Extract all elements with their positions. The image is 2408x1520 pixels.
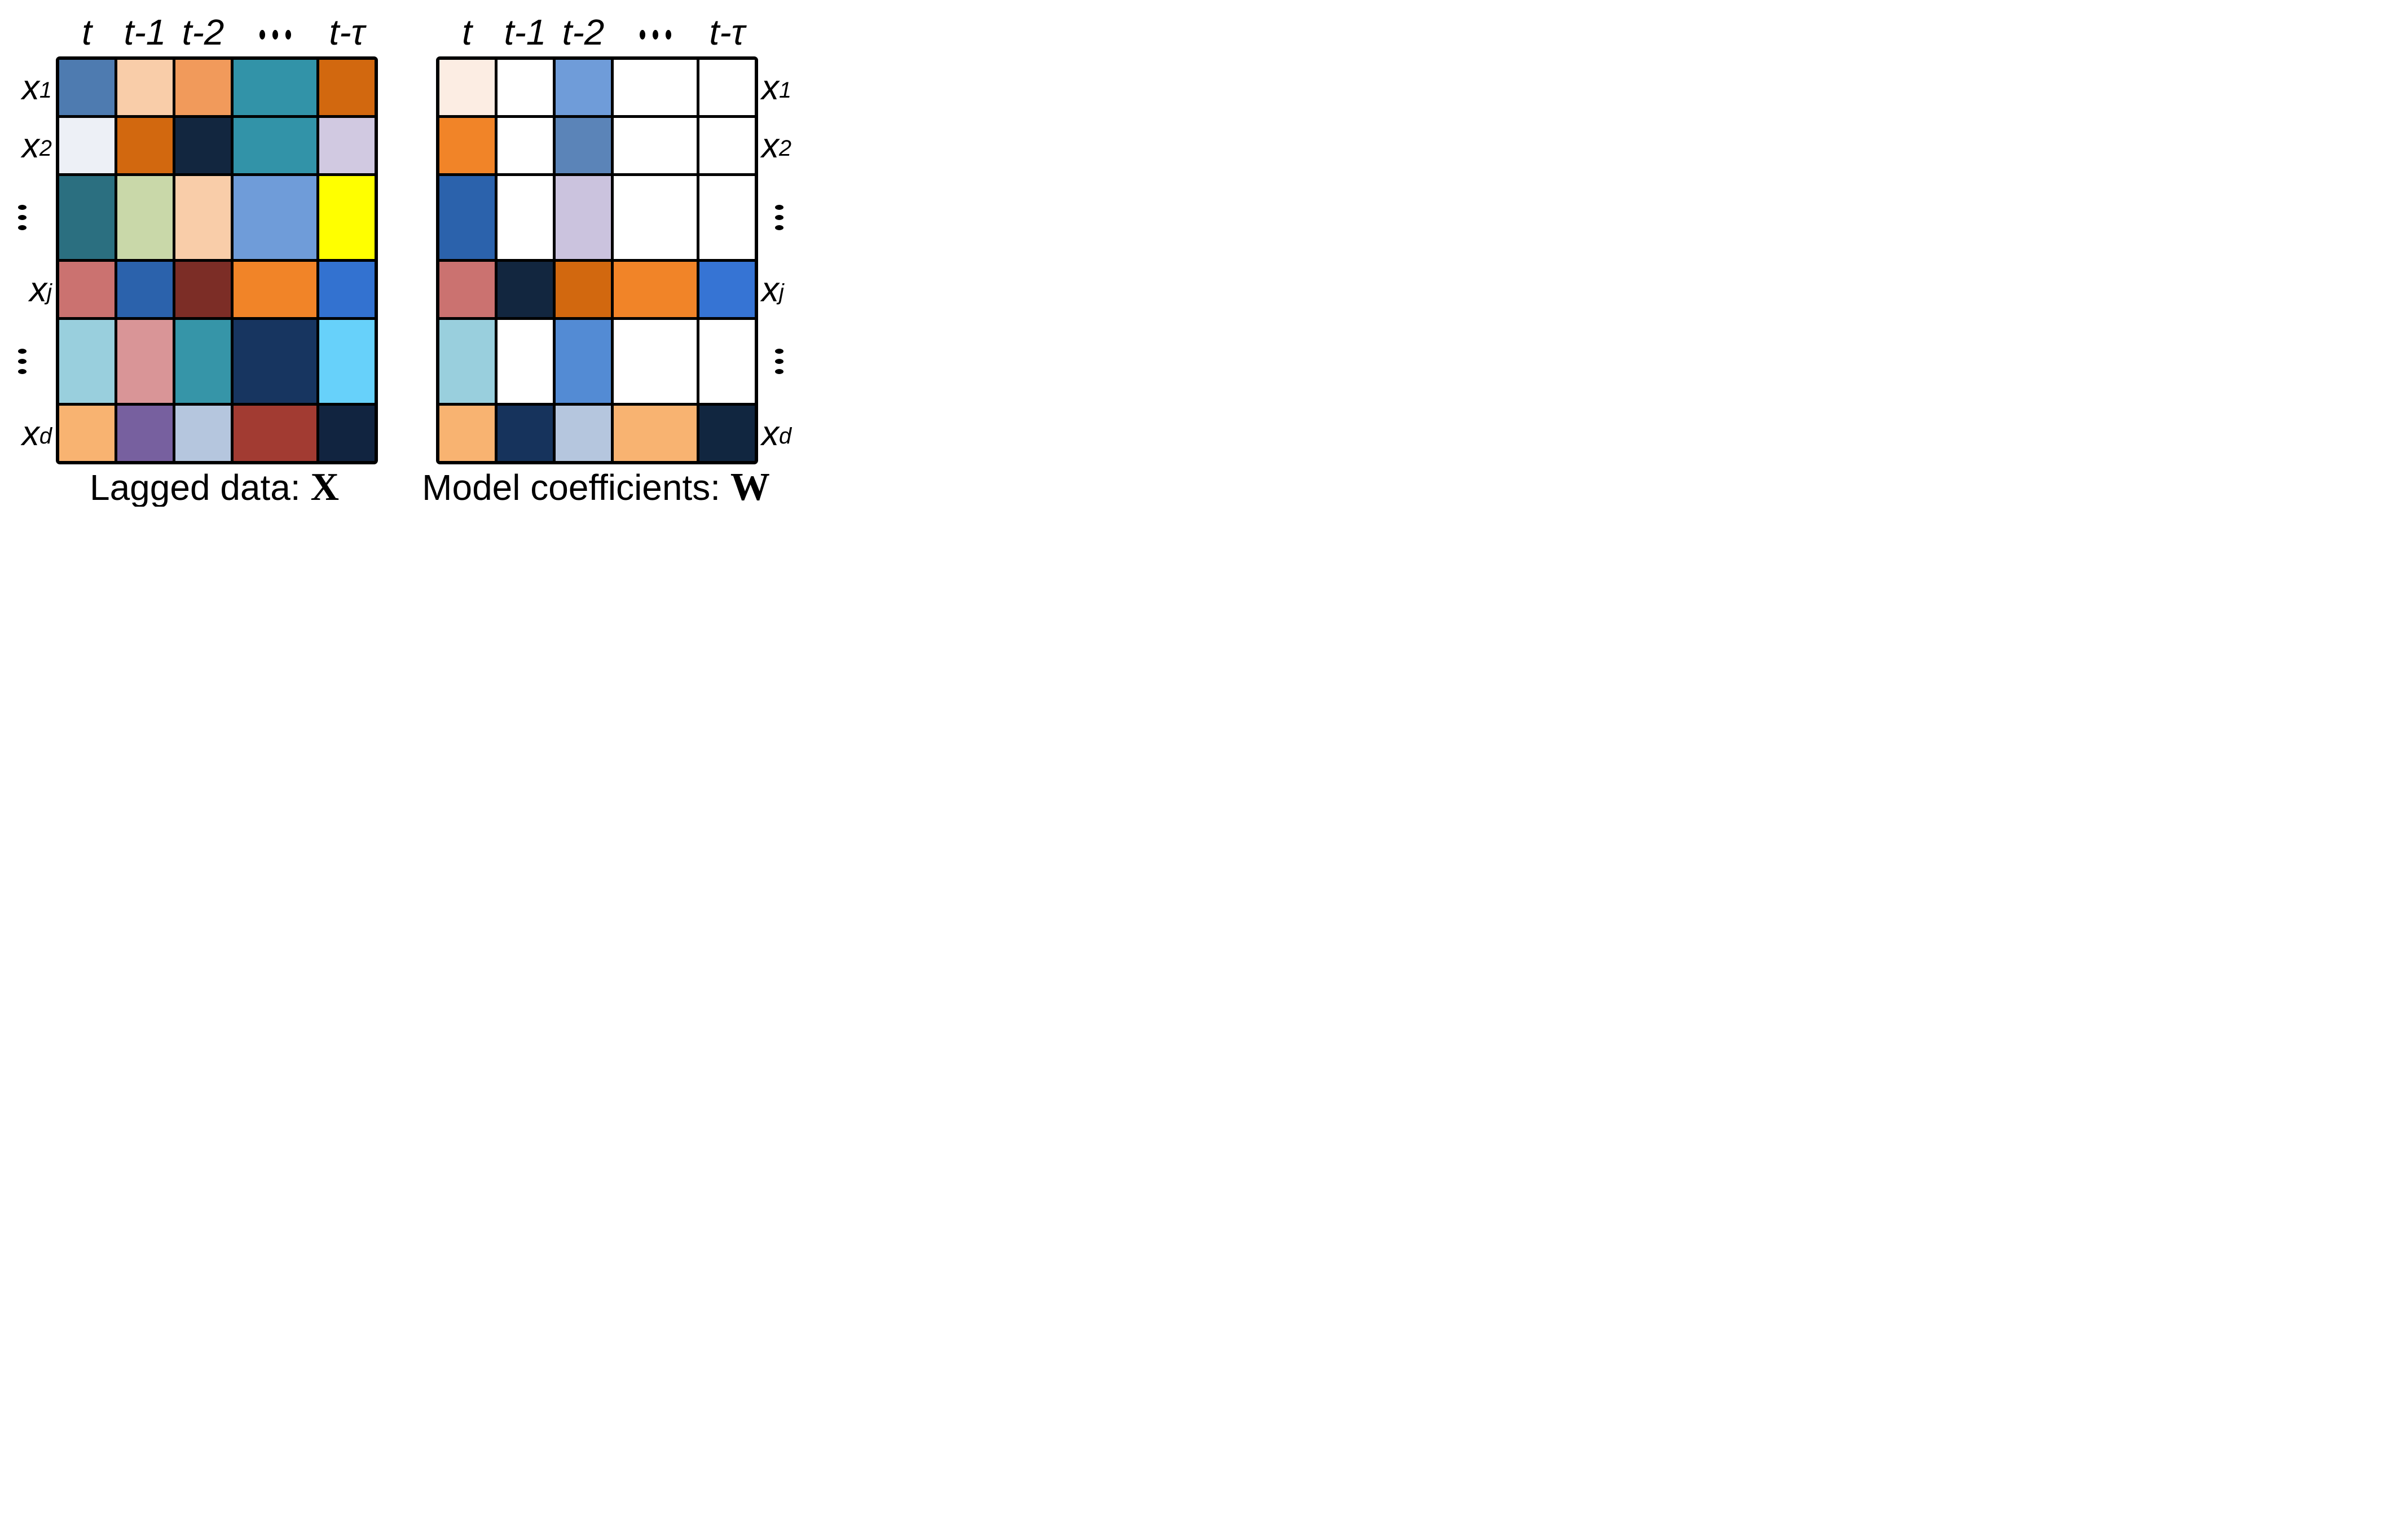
w-matrix-cell-r5c4	[614, 320, 697, 403]
w-matrix-cell-r6c1	[439, 406, 495, 461]
x-matrix-cell-r4c2	[117, 262, 173, 317]
x-column-header-5: t-τ	[329, 12, 365, 52]
x-matrix-cell-r2c1	[59, 118, 115, 173]
x-matrix-cell-r2c3	[175, 118, 231, 173]
w-matrix-cell-r1c2	[498, 60, 553, 115]
vertical-ellipsis-dots	[0, 205, 52, 230]
x-matrix-cell-r2c5	[319, 118, 375, 173]
model-coefficients-matrix	[436, 56, 758, 464]
x-matrix-cell-r6c2	[117, 406, 173, 461]
w-matrix-cell-r4c3	[556, 262, 611, 317]
w-matrix-cell-r2c3	[556, 118, 611, 173]
w-matrix-cell-r5c5	[699, 320, 755, 403]
x-matrix-cell-r3c5	[319, 176, 375, 259]
w-matrix-cell-r5c1	[439, 320, 495, 403]
x-matrix-cell-r4c1	[59, 262, 115, 317]
lagged-data-matrix	[56, 56, 378, 464]
vertical-ellipsis	[761, 194, 803, 241]
x-matrix-cell-r4c5	[319, 262, 375, 317]
x-matrix-cell-r3c1	[59, 176, 115, 259]
caption-model-coefficients-symbol: W	[730, 465, 770, 507]
vertical-ellipsis	[0, 338, 52, 385]
w-matrix-cell-r1c1	[439, 60, 495, 115]
x-column-header-2: t-1	[124, 12, 166, 52]
w-matrix-cell-r3c2	[498, 176, 553, 259]
x-matrix-cell-r2c4	[234, 118, 316, 173]
x-matrix-cell-r1c5	[319, 60, 375, 115]
w-matrix-cell-r4c1	[439, 262, 495, 317]
w-column-header-1: t	[462, 12, 472, 52]
w-matrix-cell-r1c3	[556, 60, 611, 115]
w-matrix-cell-r2c2	[498, 118, 553, 173]
x-matrix-cell-r5c3	[175, 320, 231, 403]
w-column-header-4	[607, 2, 703, 53]
vertical-ellipsis-dots	[0, 349, 52, 374]
x-column-header-4	[227, 2, 323, 53]
caption-lagged-data: Lagged data: X	[31, 465, 398, 507]
x-column-header-3: t-2	[182, 12, 224, 52]
w-matrix-cell-r4c2	[498, 262, 553, 317]
w-matrix-cell-r3c5	[699, 176, 755, 259]
w-matrix-cell-r2c1	[439, 118, 495, 173]
w-matrix-cell-r6c3	[556, 406, 611, 461]
vertical-ellipsis-dots	[761, 205, 796, 230]
w-matrix-cell-r4c4	[614, 262, 697, 317]
caption-lagged-data-text: Lagged data:	[89, 467, 311, 507]
w-matrix-cell-r6c4	[614, 406, 697, 461]
vertical-ellipsis-dots	[761, 349, 796, 374]
w-matrix-cell-r3c1	[439, 176, 495, 259]
x-matrix-cell-r4c3	[175, 262, 231, 317]
x-matrix-cell-r3c3	[175, 176, 231, 259]
w-matrix-cell-r3c3	[556, 176, 611, 259]
x-matrix-cell-r6c5	[319, 406, 375, 461]
vertical-ellipsis	[761, 338, 803, 385]
x-matrix-cell-r6c3	[175, 406, 231, 461]
w-matrix-cell-r2c5	[699, 118, 755, 173]
x-matrix-cell-r1c1	[59, 60, 115, 115]
w-column-header-5: t-τ	[709, 12, 745, 52]
w-matrix-cell-r1c4	[614, 60, 697, 115]
x-matrix-cell-r3c2	[117, 176, 173, 259]
x-matrix-cell-r3c4	[234, 176, 316, 259]
x-matrix-cell-r5c5	[319, 320, 375, 403]
x-matrix-cell-r1c2	[117, 60, 173, 115]
horizontal-ellipsis	[259, 30, 291, 39]
caption-model-coefficients-text: Model coefficients:	[422, 467, 730, 507]
x-matrix-cell-r4c4	[234, 262, 316, 317]
x-matrix-cell-r1c4	[234, 60, 316, 115]
w-matrix-cell-r5c2	[498, 320, 553, 403]
w-matrix-cell-r4c5	[699, 262, 755, 317]
x-matrix-cell-r5c4	[234, 320, 316, 403]
x-matrix-cell-r5c2	[117, 320, 173, 403]
w-matrix-cell-r6c5	[699, 406, 755, 461]
x-column-header-1: t	[82, 12, 92, 52]
x-matrix-cell-r6c1	[59, 406, 115, 461]
w-matrix-cell-r2c4	[614, 118, 697, 173]
caption-lagged-data-symbol: X	[310, 465, 340, 507]
horizontal-ellipsis	[639, 30, 671, 39]
caption-model-coefficients: Model coefficients: W	[389, 465, 803, 507]
w-column-header-2: t-1	[504, 12, 547, 52]
w-matrix-cell-r1c5	[699, 60, 755, 115]
x-matrix-cell-r2c2	[117, 118, 173, 173]
x-matrix-cell-r1c3	[175, 60, 231, 115]
w-matrix-cell-r3c4	[614, 176, 697, 259]
x-matrix-cell-r6c4	[234, 406, 316, 461]
vertical-ellipsis	[0, 194, 52, 241]
w-matrix-cell-r5c3	[556, 320, 611, 403]
x-matrix-cell-r5c1	[59, 320, 115, 403]
w-matrix-cell-r6c2	[498, 406, 553, 461]
w-column-header-3: t-2	[562, 12, 605, 52]
